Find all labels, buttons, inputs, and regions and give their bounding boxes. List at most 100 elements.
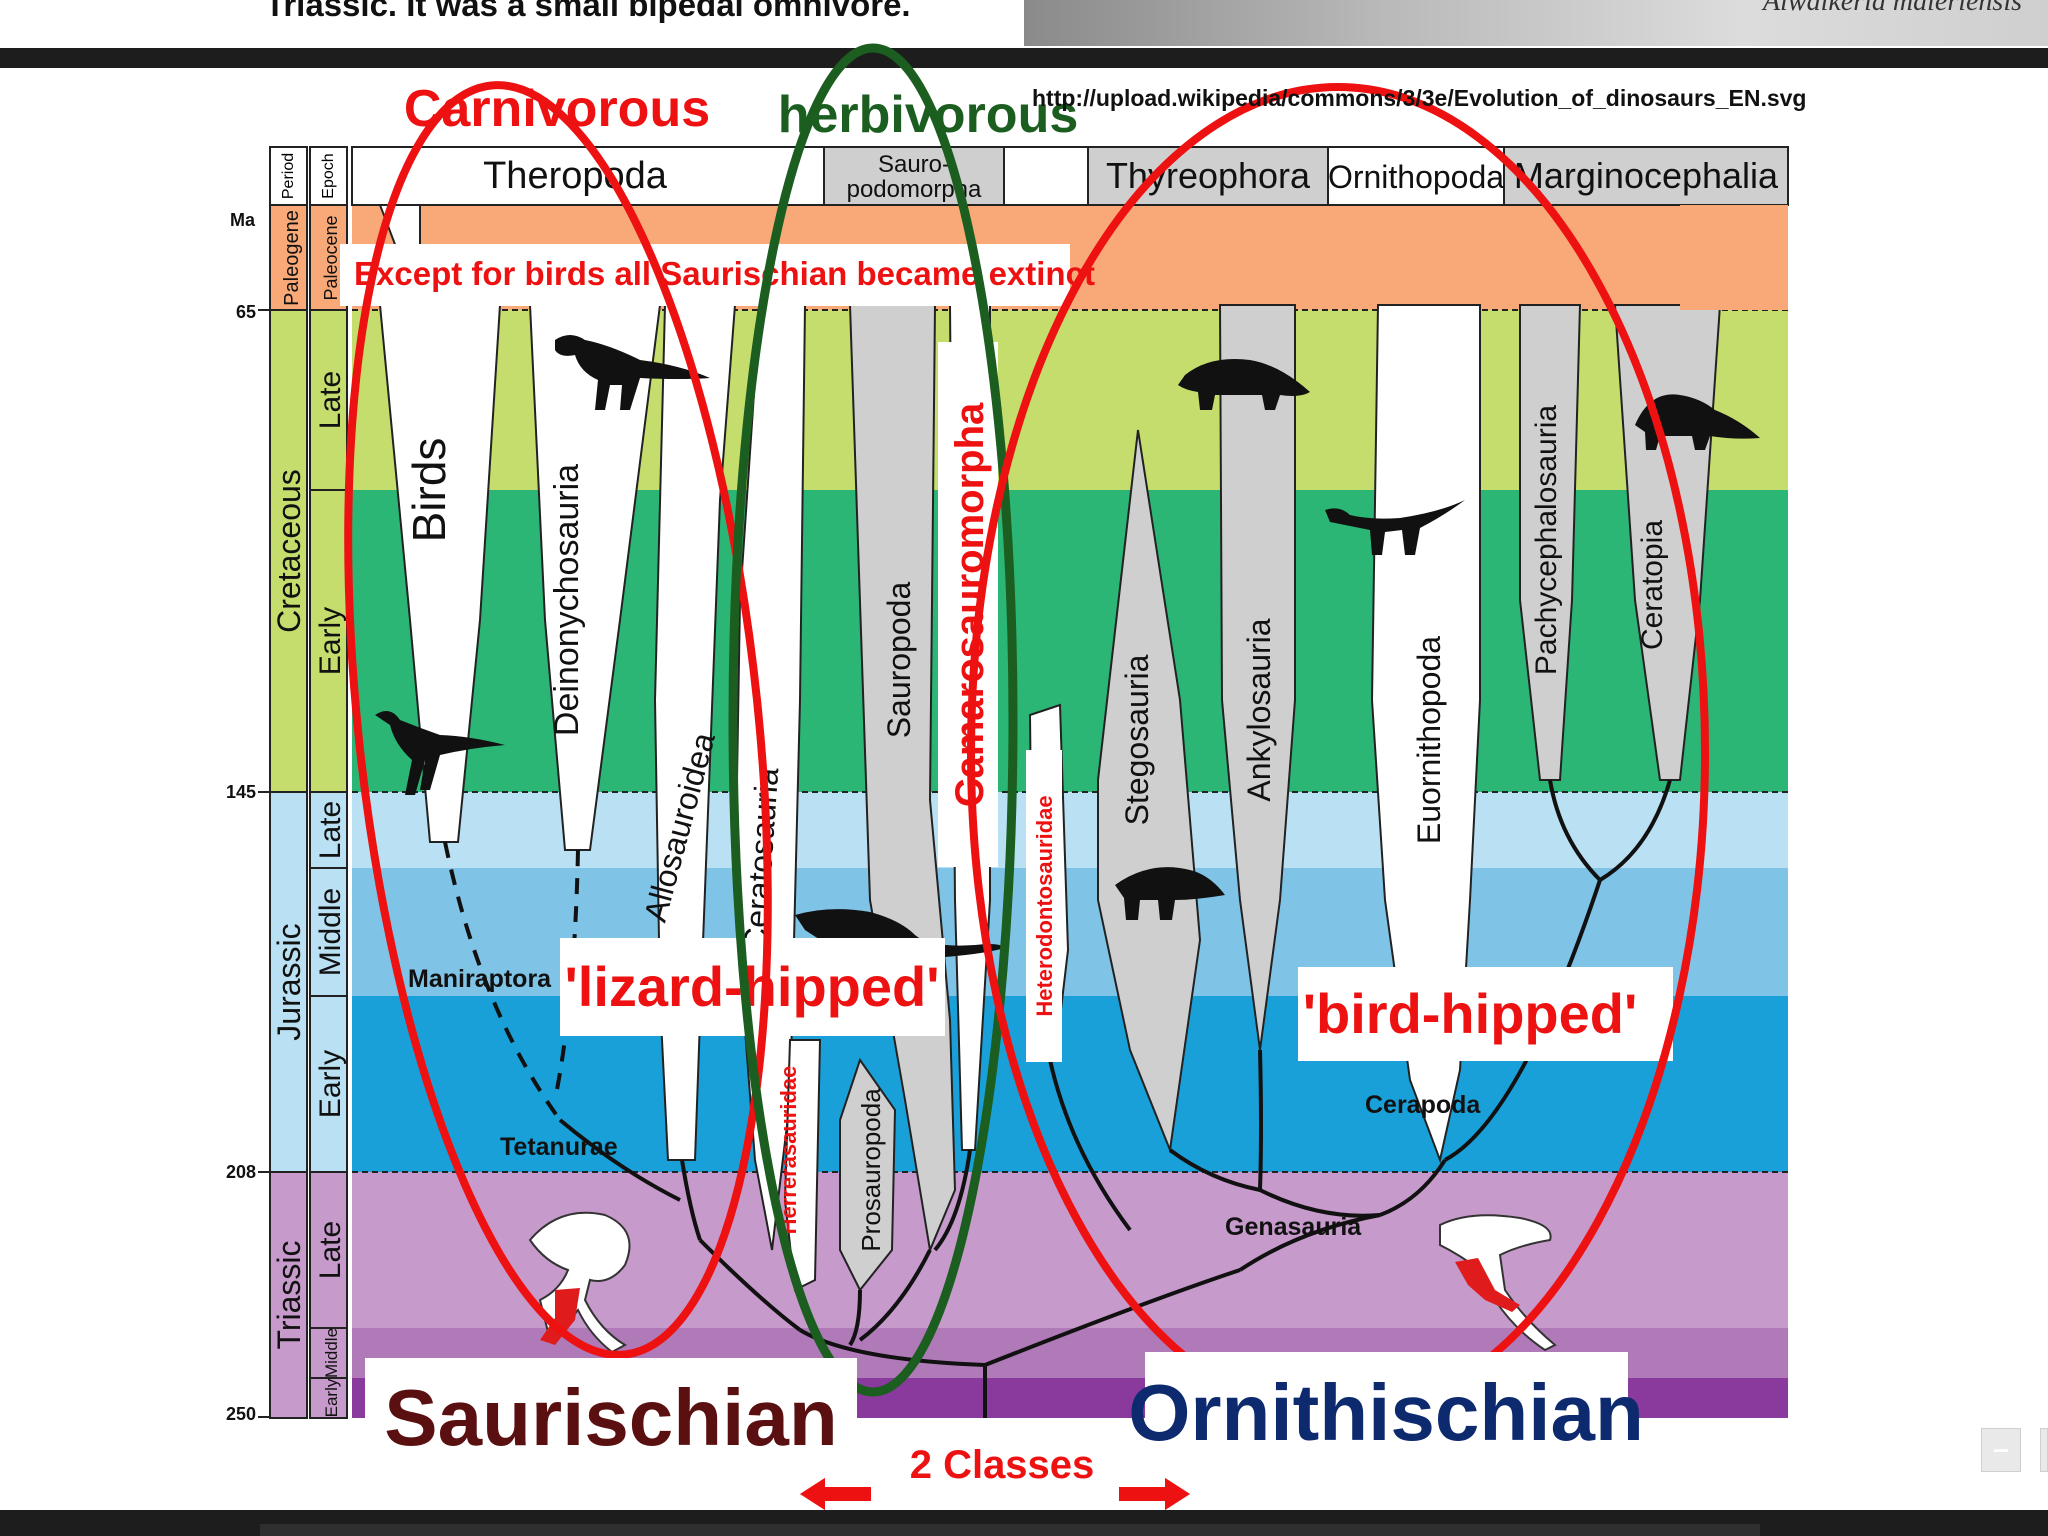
saurischian-box xyxy=(365,1358,857,1466)
carnivorous-oval xyxy=(344,81,772,1359)
clade-label-pachycephalosauria: Pachycephalosauria xyxy=(1530,405,1563,675)
next-control-button[interactable] xyxy=(2040,1428,2048,1472)
two-classes-label: 2 Classes xyxy=(910,1443,1095,1487)
lizard-hipped-label: 'lizard-hipped' xyxy=(564,955,939,1018)
silhouette-ceratopsian xyxy=(1635,394,1760,450)
silhouette-tyrannosaur xyxy=(555,335,710,410)
tick-250: 250 xyxy=(226,1404,256,1424)
epoch-header-cell xyxy=(309,146,348,206)
clade-label-ankylosauria: Ankylosauria xyxy=(1241,618,1277,801)
tick-208: 208 xyxy=(226,1162,256,1182)
branch-theropod-base xyxy=(698,1238,802,1332)
epoch-label: Early xyxy=(322,1378,341,1417)
clade-label-maniraptora: Maniraptora xyxy=(408,965,552,993)
saurischian-label: Saurischian xyxy=(384,1373,838,1462)
clade-label-prosauropoda: Prosauropoda xyxy=(856,1088,886,1252)
top-photo: Alwalkeria maleriensis xyxy=(1024,0,2048,46)
top-caption: Triassic. It was a small bipedal omnivor… xyxy=(265,0,911,23)
period-label: Triassic xyxy=(271,1240,307,1349)
ornithischian-box xyxy=(1145,1352,1628,1462)
ornithischian-pelvis-icon xyxy=(1439,1214,1557,1352)
clade-label-heterodontosauridae: Heterodontosauridae xyxy=(1032,795,1057,1016)
lizard-hipped-box xyxy=(560,938,945,1036)
header-theropoda xyxy=(351,146,825,206)
saurischian-pelvis-icon xyxy=(528,1211,631,1354)
header-sauro-label: Sauro- xyxy=(878,151,950,178)
header-ornithopoda xyxy=(1327,146,1505,206)
header-marginocephalia-label: Marginocephalia xyxy=(1514,155,1779,196)
clade-header-row: Theropoda Sauro- podomorpha Thyreophora … xyxy=(351,146,1789,206)
period-cell-jurassic xyxy=(269,791,308,1173)
period-cell-triassic xyxy=(269,1171,308,1419)
epoch-label: Late xyxy=(314,1221,347,1279)
epoch-label: Middle xyxy=(314,888,347,976)
dinosaur-silhouettes xyxy=(375,335,1760,985)
spindle-ankylosauria xyxy=(1218,304,1296,1051)
clade-label-birds: Birds xyxy=(403,438,455,543)
clade-label-sauropoda: Sauropoda xyxy=(881,582,917,739)
period-label: Cretaceous xyxy=(271,469,307,633)
epoch-label: Early xyxy=(314,607,347,675)
ma-unit-label: Ma xyxy=(230,210,256,230)
epoch-label: Paleocene xyxy=(321,215,341,300)
spindle-stegosauria xyxy=(1097,429,1202,1154)
top-divider-bar xyxy=(0,48,2048,68)
tick-145: 145 xyxy=(226,782,256,802)
herbivorous-heading: herbivorous xyxy=(778,86,1079,144)
spindle-herrerasauridae xyxy=(783,1039,822,1292)
branch-birds xyxy=(443,841,562,1122)
epoch-cell-early-triassic xyxy=(309,1377,348,1419)
branch-camarosauromorpha xyxy=(933,1149,972,1252)
bottom-bar xyxy=(0,1510,2048,1536)
branch-prosauropoda xyxy=(848,1289,862,1347)
branch-thyreophora xyxy=(1168,1148,1261,1192)
carnivorous-heading: Carnivorous xyxy=(404,80,710,138)
branch-pachycephalosauria xyxy=(1548,779,1602,882)
bird-hipped-label: 'bird-hipped' xyxy=(1303,982,1638,1045)
branch-tetanurae xyxy=(558,1118,681,1202)
minimize-button[interactable]: – xyxy=(1981,1428,2021,1472)
branch-heterodontosauridae xyxy=(1048,1059,1132,1232)
silhouette-raptor xyxy=(375,711,505,795)
timescale-columns: Paleogene Cretaceous Jurassic Triassic P… xyxy=(226,146,348,1424)
epoch-label: Late xyxy=(314,801,347,859)
branch-genasauria xyxy=(1238,1213,1381,1272)
clade-label-stegosauria: Stegosauria xyxy=(1119,654,1155,825)
epoch-label: Late xyxy=(314,371,347,429)
silhouette-iguanodont xyxy=(1325,500,1465,555)
branch-cerapoda xyxy=(1444,879,1602,1162)
branch-ornithischia xyxy=(984,1268,1241,1367)
branch-ankylosauria xyxy=(1258,1049,1263,1191)
extinct-note-box xyxy=(340,244,1070,306)
clade-label-euornithopoda: Euornithopoda xyxy=(1411,636,1447,844)
source-url: http://upload.wikipedia/commons/3/3e/Evo… xyxy=(1032,85,1806,111)
branch-deinonychosauria xyxy=(553,849,580,1101)
branch-sauropoda xyxy=(858,1249,932,1342)
herbivorous-oval xyxy=(728,43,1018,1397)
clade-label-ceratopia: Ceratopia xyxy=(1636,520,1669,650)
clade-label-tetanurae: Tetanurae xyxy=(500,1133,618,1161)
silhouette-ankylosaur xyxy=(1178,359,1310,410)
bird-hipped-box xyxy=(1298,967,1673,1061)
epoch-label: Middle xyxy=(322,1328,341,1378)
header-ornithopoda-label: Ornithopoda xyxy=(1328,159,1504,195)
previous-slide-strip: Triassic. It was a small bipedal omnivor… xyxy=(0,0,2048,48)
horizontal-scrollbar[interactable] xyxy=(260,1524,1760,1536)
spindle-pachycephalosauria xyxy=(1519,304,1582,781)
branch-cerapoda-root xyxy=(1379,1158,1447,1217)
period-label: Paleogene xyxy=(281,210,303,306)
epoch-cell-early-jurassic xyxy=(309,995,348,1173)
epoch-header: Epoch xyxy=(320,153,337,198)
period-cell-paleogene xyxy=(269,204,308,311)
arrow-left-icon xyxy=(796,1474,873,1514)
period-header: Period xyxy=(280,153,297,199)
arrow-right-icon xyxy=(1117,1474,1194,1514)
epoch-cell-late-triassic xyxy=(309,1171,348,1329)
period-header-cell xyxy=(269,146,308,206)
epoch-label: Early xyxy=(314,1050,347,1118)
tick-65: 65 xyxy=(236,302,256,322)
ornithischian-label: Ornithischian xyxy=(1128,1368,1644,1457)
clade-label-deinonychosauria: Deinonychosauria xyxy=(548,464,586,736)
epoch-cell-late-cretaceous xyxy=(309,309,348,491)
